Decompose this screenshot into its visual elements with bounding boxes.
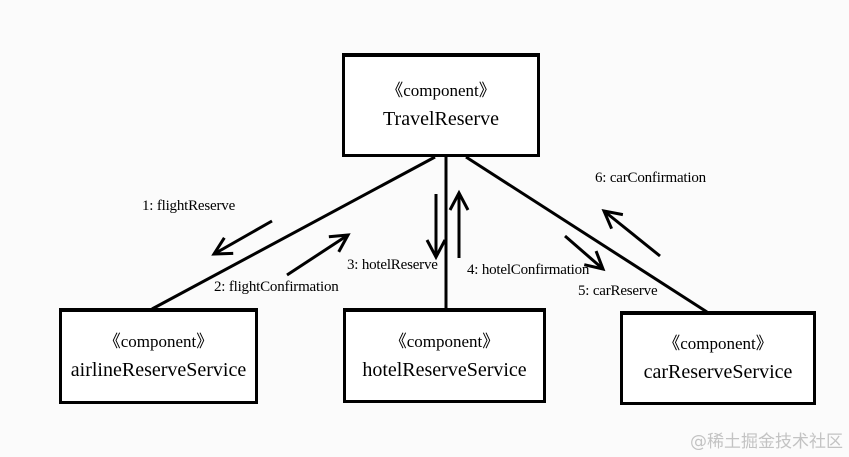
arrow-1-flight-reserve [211,219,273,256]
component-stereotype: 《component》 [103,332,214,351]
message-label-hotel-confirmation: 4: hotelConfirmation [467,262,590,278]
component-node-carreserveservice: 《component》 carReserveService [620,311,816,405]
component-node-airlinereserveservice: 《component》 airlineReserveService [59,308,258,404]
connector-travel-car-line [465,155,708,314]
message-label-flight-reserve: 1: flightReserve [142,198,236,214]
watermark-text: @稀土掘金技术社区 [690,432,843,452]
component-stereotype: 《component》 [386,81,496,100]
message-label-flight-confirmation: 2: flightConfirmation [214,279,339,295]
component-node-travelreserve: 《component》 TravelReserve [342,53,540,157]
component-stereotype: 《component》 [389,331,500,351]
connector-travel-airline-line [151,155,436,311]
component-name: airlineReserveService [70,359,247,381]
arrow-2-flight-confirmation [286,233,351,277]
arrow-5-car-reserve [564,234,606,272]
component-name: carReserveService [643,361,793,383]
message-label-hotel-reserve: 3: hotelReserve [347,257,438,273]
component-stereotype: 《component》 [663,334,773,353]
message-label-car-confirmation: 6: carConfirmation [595,170,706,186]
message-label-car-reserve: 5: carReserve [578,283,658,299]
component-name: hotelReserveService [362,358,527,381]
arrow-6-car-confirmation [601,208,661,258]
component-name: TravelReserve [383,108,499,130]
component-node-hotelreserveservice: 《component》 hotelReserveService [343,308,546,403]
